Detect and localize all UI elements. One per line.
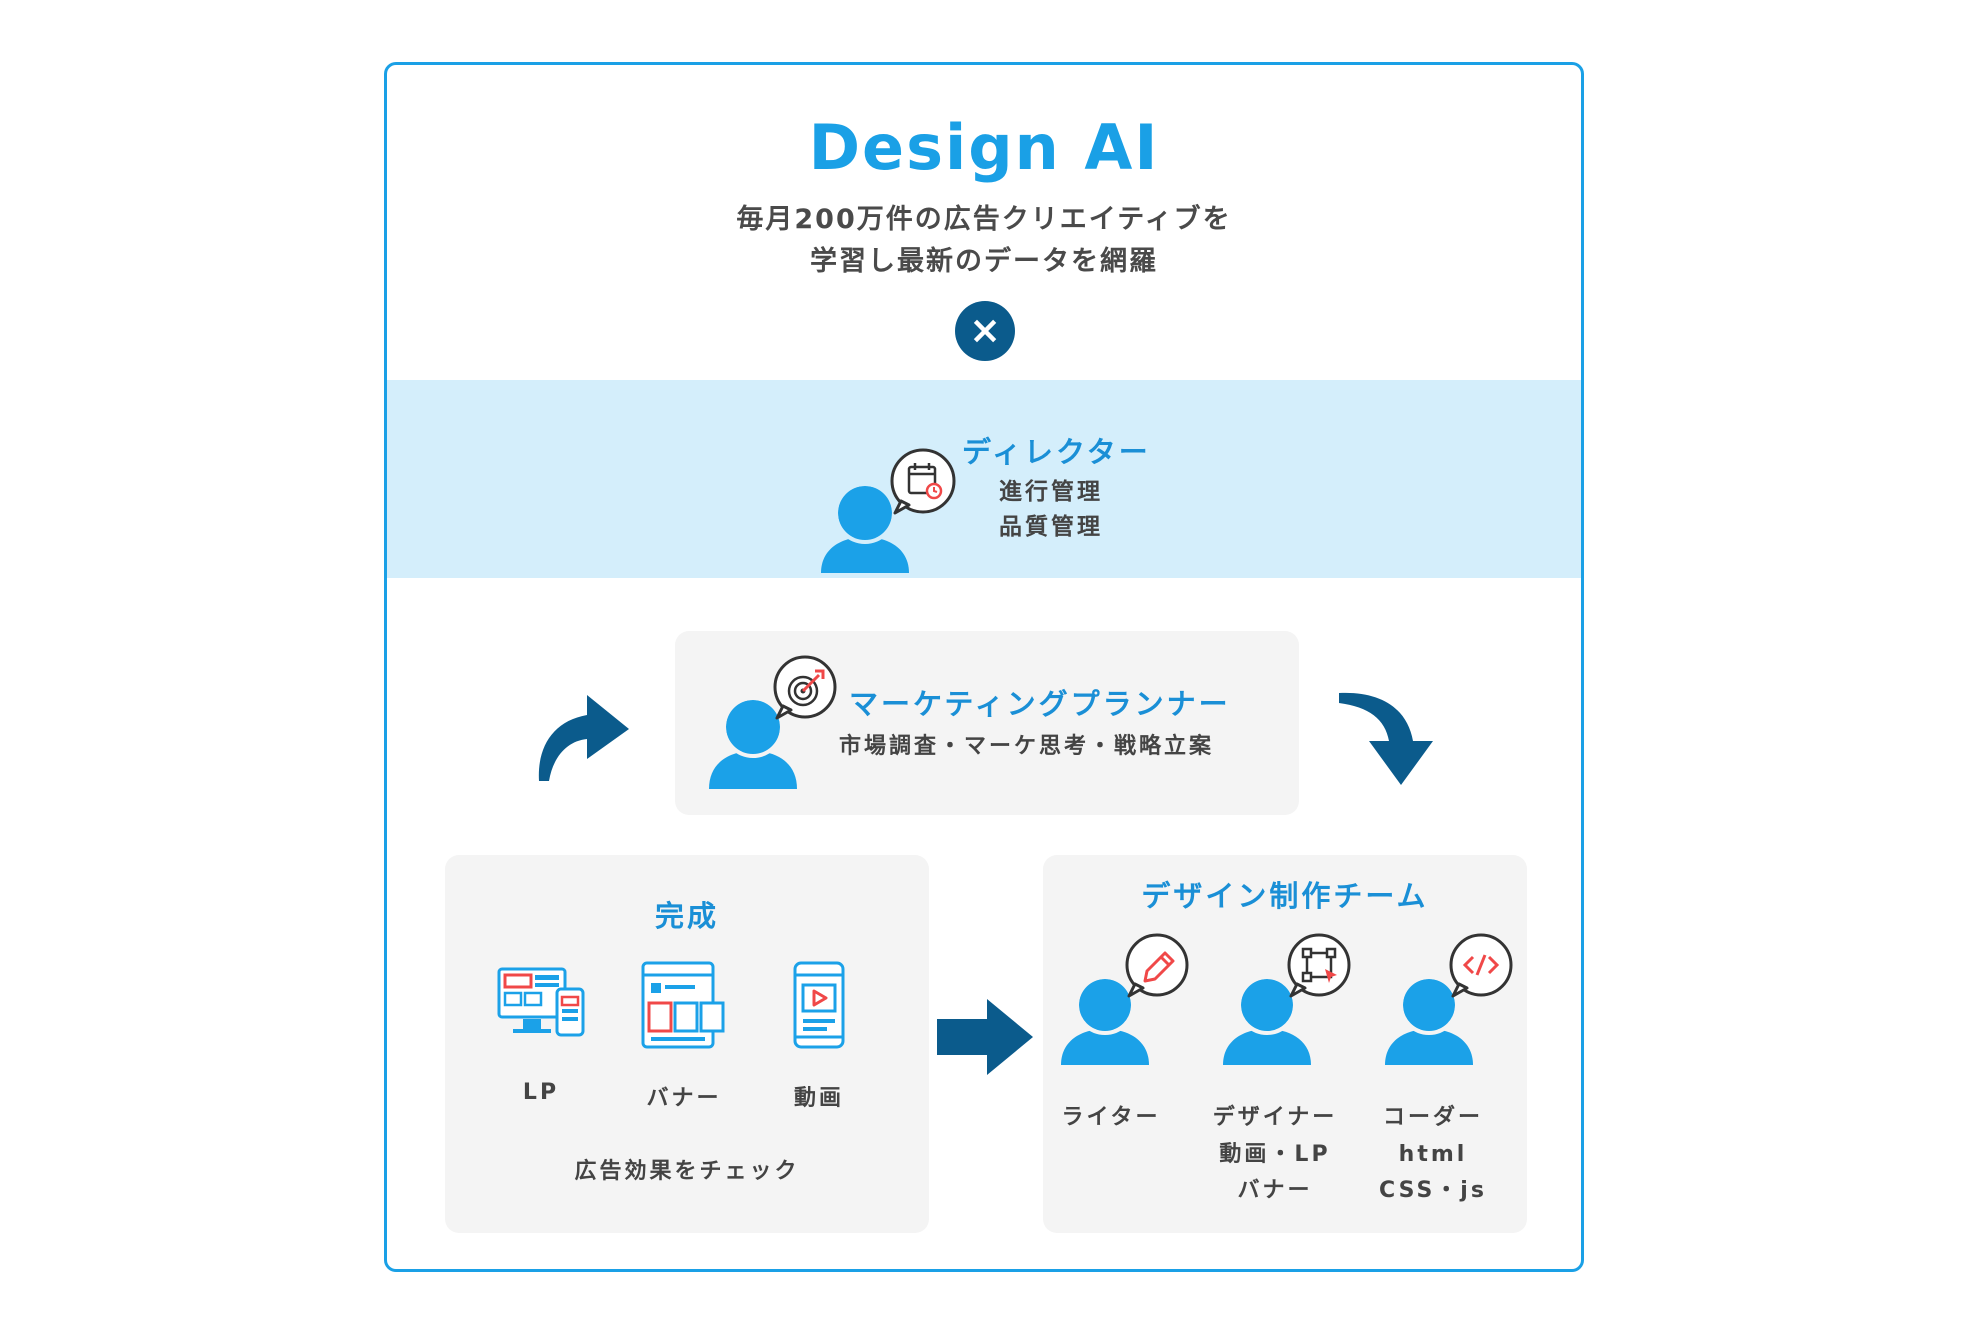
person-icon	[709, 655, 837, 789]
code-icon	[1449, 933, 1513, 998]
complete-item-label-video: 動画	[793, 1086, 844, 1111]
team-member-role-designer: デザイナー	[1212, 1105, 1338, 1130]
person-icon	[1223, 933, 1351, 1065]
subtitle-line-1: 毎月200万件の広告クリエイティブを	[736, 204, 1232, 235]
complete-title: 完成	[654, 899, 719, 933]
complete-footer: 広告効果をチェック	[574, 1159, 800, 1184]
times-icon: ×	[955, 301, 1015, 361]
planner-title: マーケティングプランナー	[849, 687, 1231, 721]
director-desc: 進行管理 品質管理	[999, 475, 1103, 545]
calendar-icon	[890, 448, 956, 515]
team-member-writer	[1057, 925, 1197, 1075]
complete-item-label-banner: バナー	[646, 1086, 722, 1111]
curved-arrow-down-icon	[1335, 685, 1445, 795]
team-member-coder	[1381, 925, 1521, 1075]
arrow-right-icon	[933, 995, 1037, 1079]
planner-person	[707, 651, 847, 801]
planner-desc: 市場調査・マーケ思考・戦略立案	[839, 734, 1215, 759]
design-ai-diagram: Design AI 毎月200万件の広告クリエイティブを 学習し最新のデータを網…	[384, 62, 1584, 1272]
person-icon	[1385, 933, 1513, 1065]
diagram-title: Design AI	[808, 111, 1160, 184]
diagram-subtitle: 毎月200万件の広告クリエイティブを 学習し最新のデータを網羅	[387, 199, 1581, 283]
subtitle-line-2: 学習し最新のデータを網羅	[810, 246, 1158, 277]
person-icon	[821, 448, 956, 573]
director-title: ディレクター	[962, 435, 1151, 469]
complete-item-label-lp: LP	[522, 1080, 560, 1105]
director-band	[387, 380, 1581, 578]
banner-icon	[639, 959, 729, 1051]
director-person	[815, 445, 975, 585]
team-member-role-writer: ライター	[1061, 1105, 1161, 1130]
devices-icon	[495, 963, 587, 1043]
team-member-role-coder: コーダー	[1382, 1105, 1483, 1130]
video-phone-icon	[789, 959, 849, 1051]
team-member-designer	[1219, 925, 1359, 1075]
director-desc-line-2: 品質管理	[999, 514, 1103, 540]
target-icon	[773, 655, 837, 720]
team-member-desc-designer: 動画・LP バナー	[1205, 1137, 1345, 1209]
team-member-desc-coder: html CSS・js	[1373, 1137, 1493, 1209]
designer-desc-line-1: 動画・LP	[1219, 1142, 1331, 1167]
curved-arrow-up-icon	[527, 677, 637, 787]
team-title: デザイン制作チーム	[1141, 879, 1429, 913]
coder-desc-line-1: html	[1398, 1142, 1468, 1167]
designer-desc-line-2: バナー	[1237, 1178, 1313, 1203]
person-icon	[1061, 933, 1189, 1065]
coder-desc-line-2: CSS・js	[1379, 1178, 1487, 1203]
vector-pen-icon	[1287, 933, 1351, 998]
director-desc-line-1: 進行管理	[999, 479, 1103, 505]
pencil-icon	[1125, 933, 1189, 998]
